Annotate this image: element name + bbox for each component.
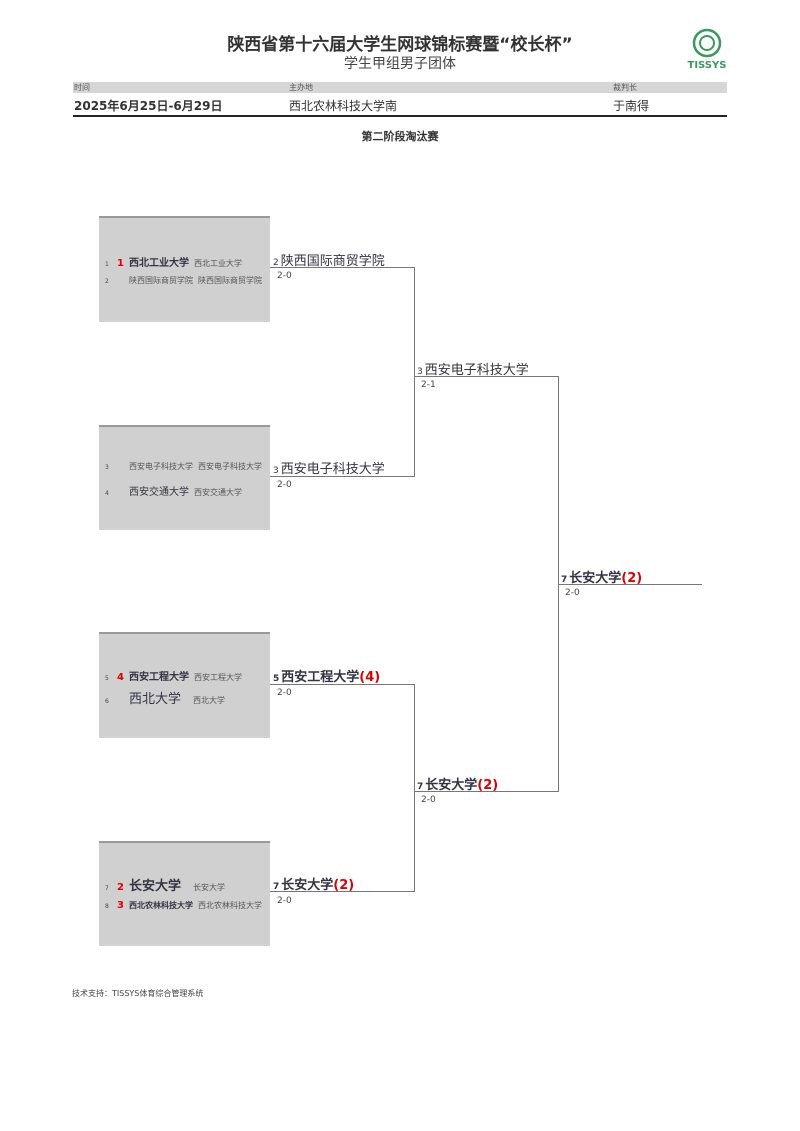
time-value: 2025年6月25日-6月29日 bbox=[74, 99, 223, 113]
team-name: 西安工程大学 bbox=[129, 672, 189, 683]
draw-entry: 4 西安交通大学西安交通大学 bbox=[105, 483, 242, 498]
referee-value: 于南得 bbox=[613, 99, 650, 113]
team-name: 陕西国际商贸学院 bbox=[129, 276, 193, 285]
referee-label: 裁判长 bbox=[613, 83, 637, 92]
position: 2 bbox=[105, 278, 109, 285]
bracket-line bbox=[414, 267, 415, 477]
match-score: 2-0 bbox=[277, 896, 292, 906]
team-org: 西北农林科技大学 bbox=[198, 901, 262, 910]
bracket-line bbox=[270, 684, 414, 685]
footer-credit: 技术支持：TISSYS体育综合管理系统 bbox=[72, 989, 204, 998]
position: 4 bbox=[105, 490, 109, 497]
tennis-ball-icon bbox=[692, 28, 722, 58]
match-score: 2-0 bbox=[277, 480, 292, 490]
match-score: 2-0 bbox=[565, 588, 580, 598]
bracket-line bbox=[270, 891, 414, 892]
team-org: 陕西国际商贸学院 bbox=[198, 276, 262, 285]
match-score: 2-0 bbox=[421, 795, 436, 805]
team-org: 长安大学 bbox=[193, 883, 226, 892]
draw-entry: 5 4 西安工程大学西安工程大学 bbox=[105, 668, 242, 683]
position: 1 bbox=[105, 261, 109, 268]
draw-entry: 1 1 西北工业大学西北工业大学 bbox=[105, 254, 242, 269]
team-org: 西安交通大学 bbox=[194, 488, 242, 497]
position: 5 bbox=[105, 675, 109, 682]
match-score: 2-0 bbox=[277, 271, 292, 281]
team-name: 长安大学 bbox=[129, 879, 182, 894]
position: 3 bbox=[105, 464, 109, 471]
bracket-line bbox=[270, 267, 414, 268]
bracket-line bbox=[270, 476, 414, 477]
logo-text: TISSYS bbox=[687, 60, 727, 71]
team-name: 西北农林科技大学 bbox=[129, 901, 193, 910]
seed: 2 bbox=[117, 882, 124, 893]
draw-box-3: 5 4 西安工程大学西安工程大学 6 西北大学 西北大学 bbox=[99, 632, 270, 738]
team-org: 西安工程大学 bbox=[194, 673, 242, 682]
page-subtitle: 学生甲组男子团体 bbox=[344, 56, 456, 72]
draw-entry: 8 3 西北农林科技大学西北农林科技大学 bbox=[105, 900, 262, 911]
draw-box-1: 1 1 西北工业大学西北工业大学 2 陕西国际商贸学院陕西国际商贸学院 bbox=[99, 216, 270, 322]
bracket-line bbox=[414, 791, 558, 792]
team-org: 西北工业大学 bbox=[194, 259, 242, 268]
position: 7 bbox=[105, 885, 109, 892]
info-header-bar bbox=[73, 82, 727, 93]
draw-box-4: 7 2 长安大学 长安大学 8 3 西北农林科技大学西北农林科技大学 bbox=[99, 841, 270, 946]
match-score: 2-1 bbox=[421, 380, 436, 390]
tissys-logo: TISSYS bbox=[683, 28, 731, 71]
team-name: 西北大学 bbox=[129, 692, 182, 707]
draw-entry: 6 西北大学 西北大学 bbox=[105, 688, 225, 707]
bracket-line bbox=[414, 684, 415, 892]
team-name: 西安交通大学 bbox=[129, 487, 189, 498]
bracket-line bbox=[558, 584, 702, 585]
bracket-line bbox=[414, 376, 558, 377]
team-name: 西安电子科技大学 bbox=[129, 462, 193, 471]
position: 6 bbox=[105, 698, 109, 705]
divider bbox=[73, 115, 727, 117]
seed: 4 bbox=[117, 672, 124, 683]
team-name: 西北工业大学 bbox=[129, 258, 189, 269]
team-org: 西北大学 bbox=[193, 696, 226, 705]
draw-box-2: 3 西安电子科技大学西安电子科技大学 4 西安交通大学西安交通大学 bbox=[99, 425, 270, 530]
seed: 3 bbox=[117, 900, 124, 911]
seed: 1 bbox=[117, 258, 124, 269]
draw-entry: 3 西安电子科技大学西安电子科技大学 bbox=[105, 461, 262, 472]
team-org: 西安电子科技大学 bbox=[198, 462, 262, 471]
venue-value: 西北农林科技大学南 bbox=[289, 99, 398, 113]
draw-entry: 2 陕西国际商贸学院陕西国际商贸学院 bbox=[105, 275, 262, 286]
page-title: 陕西省第十六届大学生网球锦标赛暨“校长杯” bbox=[227, 35, 573, 55]
time-label: 时间 bbox=[74, 83, 90, 92]
stage-title: 第二阶段淘汰赛 bbox=[361, 130, 439, 143]
draw-entry: 7 2 长安大学 长安大学 bbox=[105, 875, 225, 894]
venue-label: 主办地 bbox=[289, 83, 313, 92]
match-score: 2-0 bbox=[277, 688, 292, 698]
position: 8 bbox=[105, 903, 109, 910]
